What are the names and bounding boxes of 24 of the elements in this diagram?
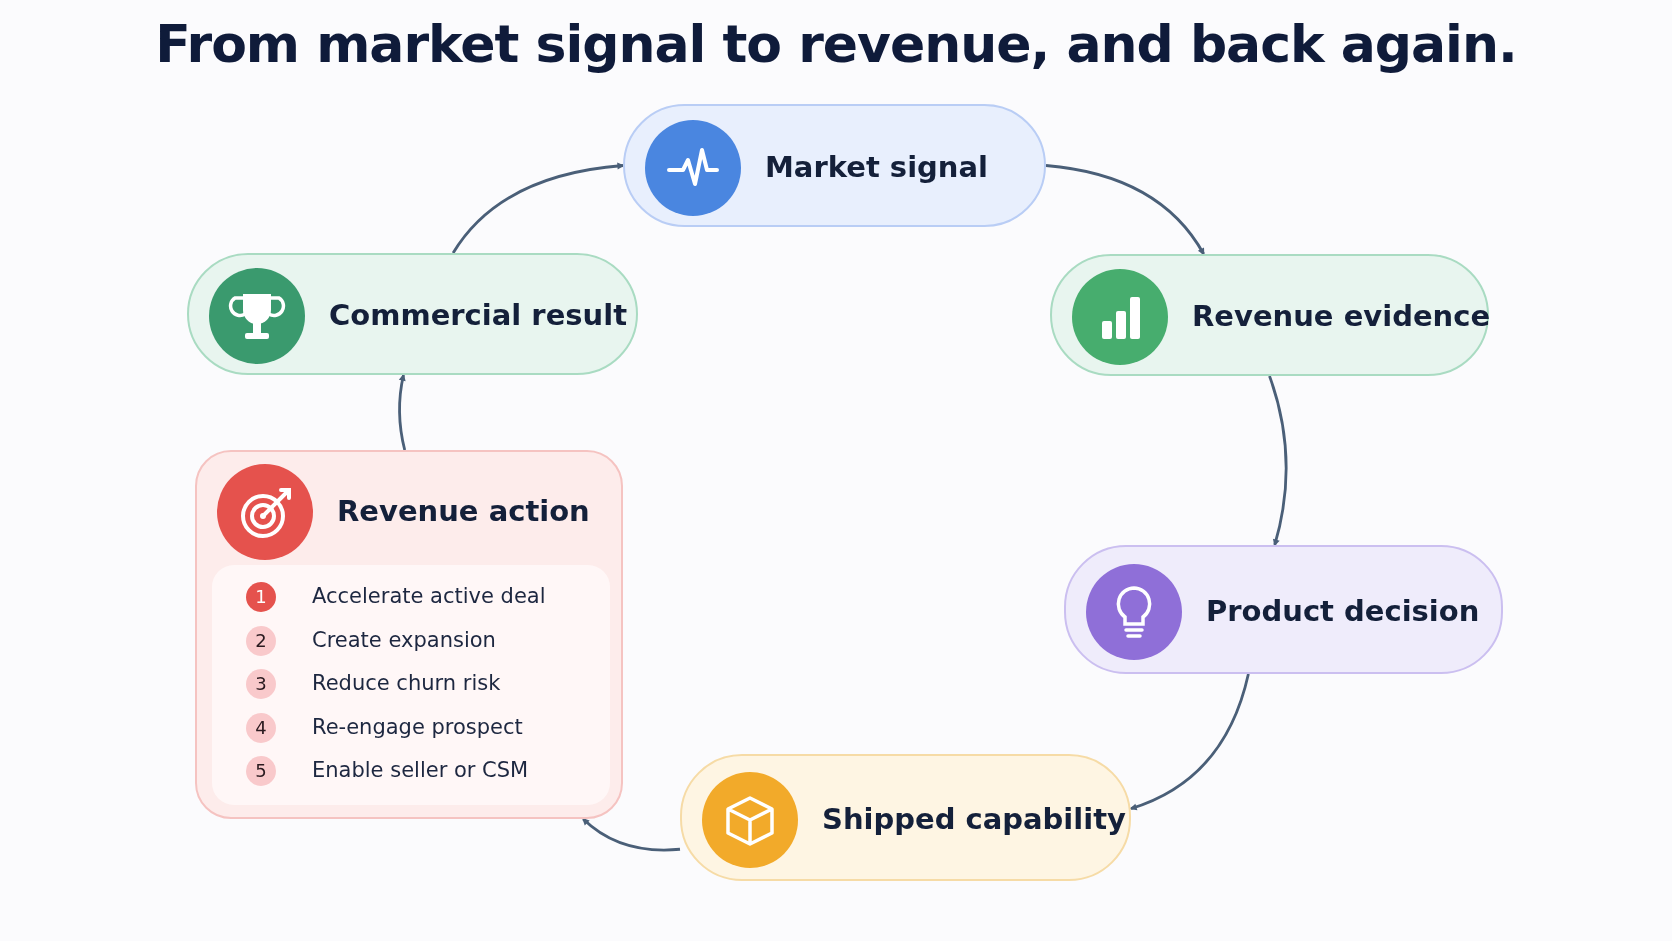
node-title: Revenue action — [337, 494, 590, 528]
step-text: Accelerate active deal — [312, 584, 546, 608]
diagram-title: From market signal to revenue, and back again. — [154, 14, 1518, 74]
node-title: Commercial result — [329, 298, 628, 332]
node-title: Product decision — [1206, 593, 1480, 628]
step-number: 1 — [246, 582, 276, 612]
arrow — [451, 162, 625, 254]
step-number: 5 — [246, 756, 276, 786]
step-number: 3 — [246, 669, 276, 699]
step-text: Enable seller or CSM — [312, 758, 529, 782]
step-number: 2 — [246, 625, 276, 656]
step-text: Re-engage prospect — [312, 714, 523, 739]
step-text: Create expansion — [312, 627, 496, 652]
node-title: Market signal — [765, 149, 988, 184]
arrow — [1129, 673, 1250, 811]
action-card — [195, 450, 623, 819]
step-text: Reduce churn risk — [312, 671, 501, 695]
arrow — [1268, 375, 1288, 547]
arrow — [1045, 164, 1205, 256]
node-title: Revenue evidence — [1192, 299, 1491, 333]
node-title: Shipped capability — [822, 801, 1126, 836]
step-number: 4 — [246, 712, 276, 743]
arrow — [582, 817, 681, 852]
arrow — [398, 373, 407, 451]
